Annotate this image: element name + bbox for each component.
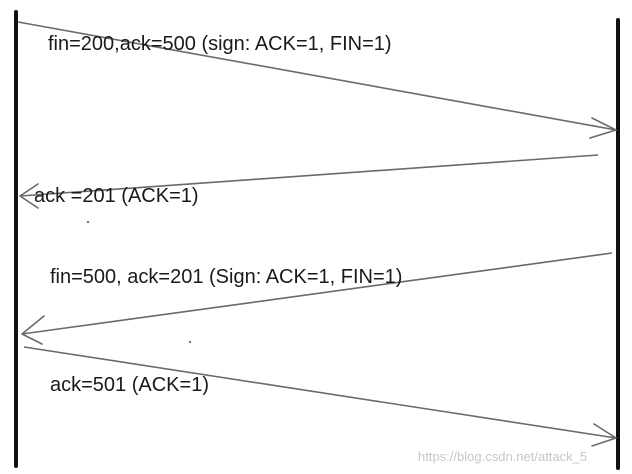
arrowhead-left-icon xyxy=(19,183,39,209)
message-label-4: ack=501 (ACK=1) xyxy=(50,374,209,396)
arrowhead-right-icon xyxy=(591,423,617,447)
message-label-1: fin=200,ack=500 (sign: ACK=1, FIN=1) xyxy=(48,33,392,55)
message-arrow-2 xyxy=(19,154,599,209)
message-label-3: fin=500, ack=201 (Sign: ACK=1, FIN=1) xyxy=(50,266,402,288)
message-arrow-1 xyxy=(17,21,617,139)
message-arrow-4 xyxy=(23,346,617,447)
message-label-2: ack =201 (ACK=1) xyxy=(34,185,199,207)
arrowhead-left-icon xyxy=(21,315,45,345)
arrowhead-right-icon xyxy=(589,117,617,139)
stray-dot xyxy=(188,340,192,344)
message-arrow-3 xyxy=(21,252,613,345)
stray-dot xyxy=(86,220,90,224)
watermark-text: https://blog.csdn.net/attack_5 xyxy=(418,449,587,464)
